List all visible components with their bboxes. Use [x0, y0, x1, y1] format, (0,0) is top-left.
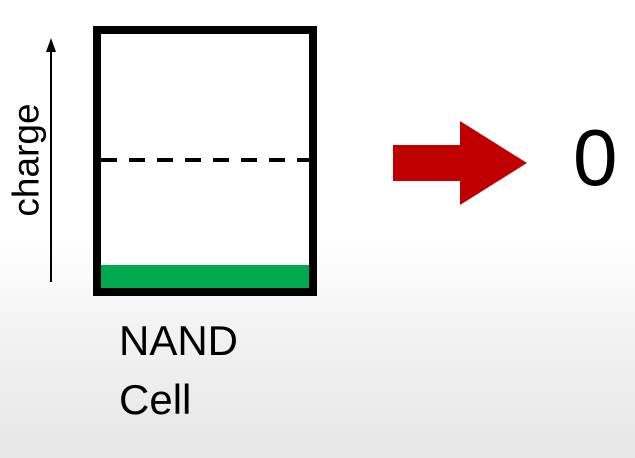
charge-axis-arrow [46, 38, 56, 282]
output-value: 0 [573, 113, 618, 202]
cell-label-line1: NAND [119, 317, 239, 364]
charge-axis-label: charge [5, 103, 47, 217]
right-arrow-icon [393, 121, 527, 205]
cell-label-line2: Cell [119, 376, 192, 423]
charge-level-fill [101, 265, 309, 288]
